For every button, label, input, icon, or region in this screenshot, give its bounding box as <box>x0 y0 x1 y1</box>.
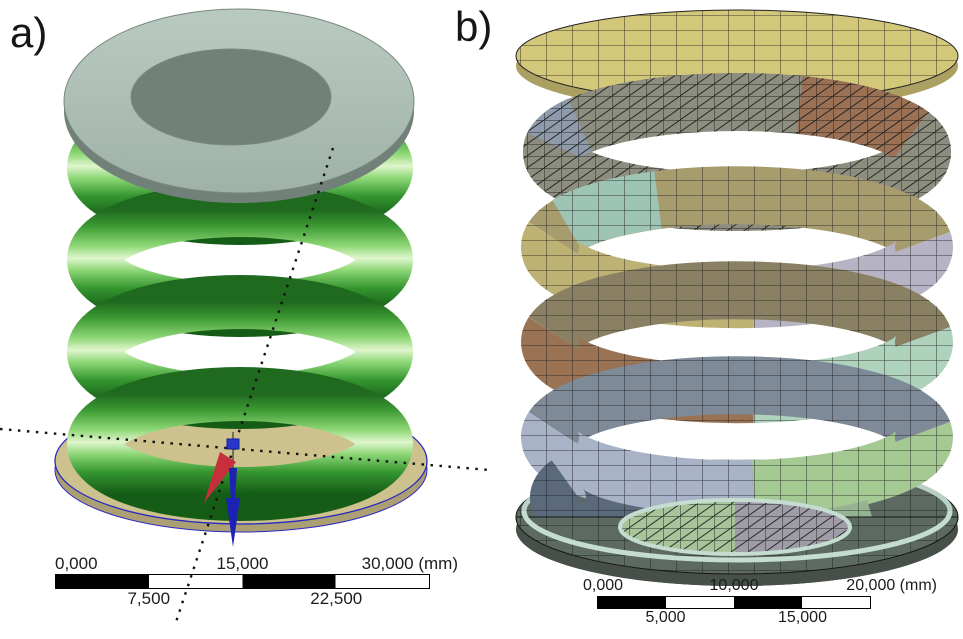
model-b-bottom-plate-front <box>515 498 959 586</box>
panel-a-label: a) <box>10 9 48 56</box>
axis-arrow-blue-icon <box>226 498 240 547</box>
top-plate-face <box>63 8 415 194</box>
scale-tick-label: 5,000 <box>645 609 686 626</box>
scale-bar-b-bottom-labels: 5,000 15,000 <box>597 609 871 628</box>
scale-tick-label: 15,000 <box>216 554 269 573</box>
coil-winding <box>521 356 953 519</box>
scale-tick-label: 15,000 <box>778 609 827 626</box>
scale-bar-ruler <box>55 574 430 589</box>
mesh-overlay <box>516 10 958 102</box>
panel-a-viewport[interactable] <box>0 8 490 623</box>
scale-tick-label: 10,000 <box>709 577 759 594</box>
model-b-top-plate <box>515 9 959 112</box>
scale-tick-label: 22,500 <box>310 589 363 608</box>
origin-marker <box>226 438 240 450</box>
scale-tick-label: 20,000 (mm) <box>846 577 937 594</box>
coil-winding <box>67 367 413 521</box>
mesh-overlay <box>618 498 852 556</box>
panel-b-label: b) <box>455 3 493 50</box>
construction-line-horizontal <box>0 427 490 472</box>
scale-tick-label: 0,000 <box>583 577 624 594</box>
axis-arrow-stem <box>229 468 237 500</box>
scale-tick-label: 30,000 (mm) <box>361 554 458 573</box>
panel-b-viewport[interactable] <box>515 9 959 586</box>
scale-bar-b-top-labels: 0,000 10,000 20,000 (mm) <box>583 577 937 596</box>
scale-tick-label: 7,500 <box>127 589 171 608</box>
model-a-top-plate <box>63 8 415 203</box>
mesh-overlay <box>521 356 953 518</box>
scale-bar-b: 0,000 10,000 20,000 (mm) 5,000 15,000 <box>583 577 937 628</box>
scale-bar-ruler <box>597 596 871 609</box>
construction-line-diagonal <box>174 147 335 623</box>
bottom-plate-rim <box>521 510 953 563</box>
force-arrow-red-icon <box>204 452 236 503</box>
scale-bar-a-bottom-labels: 7,500 22,500 <box>55 589 430 609</box>
scale-tick-label: 0,000 <box>55 554 98 573</box>
scale-bar-a-top-labels: 0,000 15,000 30,000 (mm) <box>55 554 458 574</box>
scale-bar-a: 0,000 15,000 30,000 (mm) 7,500 22,500 <box>55 554 458 609</box>
